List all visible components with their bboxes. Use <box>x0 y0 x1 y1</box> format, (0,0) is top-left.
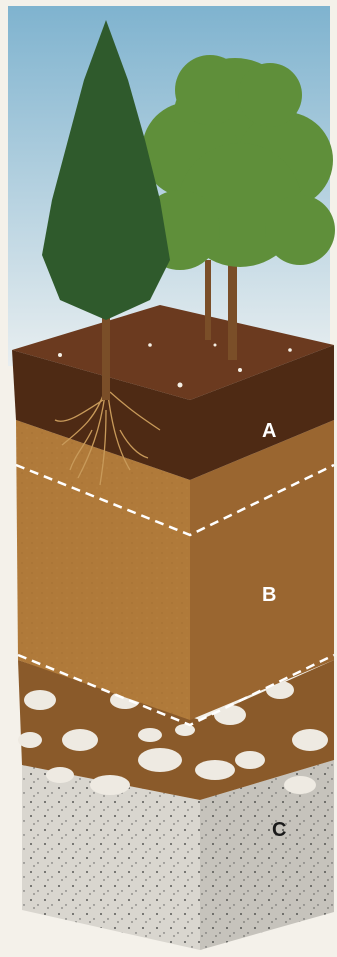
horizon-label-b: B <box>262 584 276 606</box>
rock-fragment <box>195 760 235 780</box>
rock-fragment <box>235 751 265 769</box>
rock-fragment <box>90 775 130 795</box>
rock-fragment <box>24 690 56 710</box>
rock-fragment <box>138 748 182 772</box>
horizon-label-a: A <box>262 420 276 442</box>
horizon-label-c: C <box>272 819 286 841</box>
rock-fragment <box>62 729 98 751</box>
rock-fragment <box>284 776 316 794</box>
rock-fragment <box>138 728 162 742</box>
rock-fragment <box>46 767 74 783</box>
rock-fragment <box>18 732 42 748</box>
rock-fragment <box>175 724 195 736</box>
rock-fragment <box>292 729 328 751</box>
